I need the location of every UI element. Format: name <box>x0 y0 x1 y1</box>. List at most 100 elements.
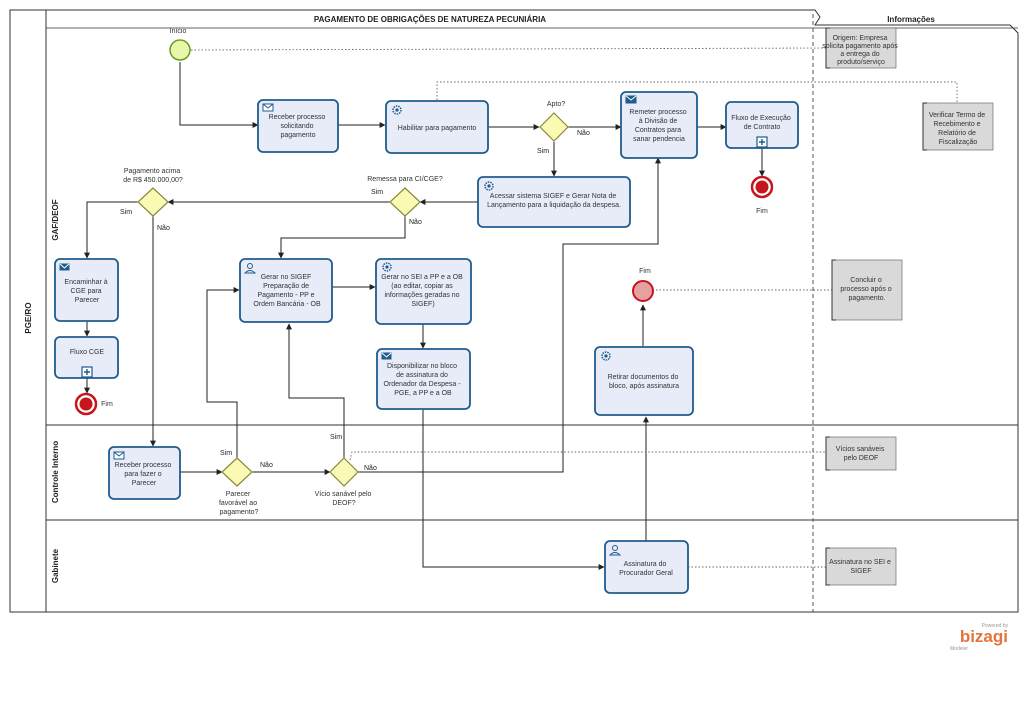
annotation-vicios: Vícios sanáveis pelo DEOF <box>825 436 897 471</box>
gateway-remessa[interactable]: Remessa para CI/CGE? <box>367 176 443 217</box>
task-encaminhar-line-3: Parecer <box>75 297 100 304</box>
label-apto-sim: Sim <box>537 148 549 155</box>
annotation-assinatura-text: Assinatura no SEI e SIGEF <box>829 559 893 575</box>
task-remeter-line-2: à Divisão de <box>639 118 678 125</box>
gateway-parecer-line-1: Parecer <box>226 491 251 498</box>
annotation-concluir-box <box>831 259 903 321</box>
task-acessar-line-1: Acessar sistema SIGEF e Gerar Nota de <box>490 193 617 200</box>
task-assinatura-line-1: Assinatura do <box>624 561 667 568</box>
task-disponibilizar[interactable]: Disponibilizar no bloco de assinatura do… <box>376 348 471 410</box>
envelope-icon <box>262 103 274 112</box>
task-acessar-line-2: Lançamento para a liquidação da despesa. <box>487 202 621 209</box>
task-receber-box <box>257 99 339 153</box>
task-retirar-line-2: bloco, após assinatura <box>609 383 679 390</box>
annotation-verificar-text: Verificar Termo de Recebimento e Relatór… <box>929 112 987 146</box>
flow-remessa-nao <box>278 216 406 259</box>
gateway-parecer[interactable]: Parecer favorável ao pagamento? <box>219 457 259 516</box>
gateway-vicio[interactable]: Vício sanável pelo DEOF? <box>315 457 374 507</box>
task-assinatura-box <box>604 540 689 594</box>
annotation-vicios-text: Vícios sanáveis pelo DEOF <box>836 446 887 462</box>
task-receber-label: Receber processo solicitando pagamento <box>269 114 328 139</box>
end-event-contract-core <box>755 180 769 194</box>
envelope-icon <box>59 263 70 271</box>
annotation-vicios-bracket <box>825 436 830 471</box>
task-receber[interactable]: Receber processo solicitando pagamento <box>257 99 339 153</box>
gateway-remessa-diamond <box>389 187 421 217</box>
task-remeter-line-4: sanar pendencia <box>633 136 685 143</box>
annotation-origem-bracket <box>825 27 830 69</box>
task-gerar-sei[interactable]: Gerar no SEI a PP e a OB (ao editar, cop… <box>375 258 472 325</box>
task-disponibilizar-line-4: PGE, a PP e a OB <box>394 390 452 397</box>
annotation-vicios-line-1: Vícios sanáveis <box>836 446 885 453</box>
task-encaminhar[interactable]: Encaminhar à CGE para Parecer <box>54 258 119 322</box>
gateway-pagamento-diamond <box>137 187 169 217</box>
user-icon <box>608 545 622 556</box>
task-assinatura[interactable]: Assinatura do Procurador Geral <box>604 540 689 594</box>
task-gerar-sei-line-3: informações geradas no <box>384 292 459 299</box>
task-gerar-sei-line-2: (ao editar, copiar as <box>391 283 453 290</box>
annotation-concluir-line-3: pagamento. <box>849 295 886 302</box>
gateway-parecer-line-3: pagamento? <box>220 509 259 516</box>
task-fluxo-exec[interactable]: Fluxo de Execução de Contrato <box>725 101 799 149</box>
brand-powered: Powered by <box>982 623 1009 629</box>
task-disponibilizar-line-3: Ordenador da Despesa - <box>384 381 462 388</box>
task-remeter[interactable]: Remeter processo à Divisão de Contratos … <box>620 91 698 159</box>
task-fluxo-cge[interactable]: Fluxo CGE <box>54 336 119 379</box>
annotation-assinatura: Assinatura no SEI e SIGEF <box>825 547 897 586</box>
task-acessar-label: Acessar sistema SIGEF e Gerar Nota de La… <box>487 193 621 209</box>
task-retirar-label: Retirar documentos do bloco, após assina… <box>608 374 681 390</box>
task-retirar-box <box>594 346 694 416</box>
start-event-circle <box>169 39 191 61</box>
gateway-parecer-line-2: favorável ao <box>219 500 257 507</box>
flow-pagamento-sim <box>84 201 138 259</box>
lane-label-gaf: GAF/DEOF <box>51 199 60 240</box>
task-receber-parecer-label: Receber processo para fazer o Parecer <box>115 462 174 487</box>
task-acessar-box <box>477 176 631 228</box>
sequence-flows <box>84 62 765 570</box>
task-retirar[interactable]: Retirar documentos do bloco, após assina… <box>594 346 694 416</box>
task-acessar[interactable]: Acessar sistema SIGEF e Gerar Nota de La… <box>477 176 631 228</box>
task-fluxo-cge-line-1: Fluxo CGE <box>70 349 105 356</box>
annotation-origem-line-4: produto/serviço <box>837 59 885 66</box>
info-title: Informações <box>887 15 935 24</box>
label-pag-sim: Sim <box>120 209 132 216</box>
gateway-apto[interactable]: Apto? <box>539 101 569 142</box>
gateway-remessa-label: Remessa para CI/CGE? <box>367 176 443 183</box>
annotation-verificar-box <box>922 102 994 151</box>
flow-start-receber <box>179 62 259 128</box>
end-event-main-label: Fim <box>639 268 651 275</box>
gateway-pagamento[interactable]: Pagamento acima de R$ 450.000,00? <box>123 168 183 217</box>
task-gerar-sigef-line-4: Ordem Bancária - OB <box>253 301 321 308</box>
gateway-apto-diamond <box>539 112 569 142</box>
subprocess-plus-icon <box>81 366 93 378</box>
gateway-pagamento-label: Pagamento acima de R$ 450.000,00? <box>123 168 183 184</box>
flow-parecer-sim <box>206 287 240 458</box>
annotation-verificar-line-4: Fiscalização <box>939 139 978 146</box>
task-receber-parecer[interactable]: Receber processo para fazer o Parecer <box>108 446 181 500</box>
task-gerar-sigef[interactable]: Gerar no SIGEF Preparação de Pagamento -… <box>239 258 333 323</box>
task-assinatura-label: Assinatura do Procurador Geral <box>619 561 673 577</box>
task-gerar-sei-line-4: SIGEF) <box>411 301 434 308</box>
gear-icon <box>382 262 392 272</box>
task-gerar-sigef-box <box>239 258 333 323</box>
end-event-main[interactable]: Fim <box>632 268 654 302</box>
brand-product: Modeler <box>950 646 968 652</box>
gateway-parecer-label: Parecer favorável ao pagamento? <box>219 491 259 516</box>
envelope-icon <box>625 95 637 104</box>
task-disponibilizar-line-2: de assinatura do <box>396 372 448 379</box>
task-fluxo-cge-label: Fluxo CGE <box>70 349 105 356</box>
lane-label-gabinete: Gabinete <box>51 548 60 583</box>
task-habilitar[interactable]: Habilitar para pagamento <box>385 100 489 154</box>
label-remessa-nao: Não <box>409 219 422 226</box>
start-event[interactable]: Início <box>169 28 191 61</box>
end-event-contract[interactable]: Fim <box>750 175 774 215</box>
brand-logo: Powered by bizagi Modeler <box>950 623 1008 652</box>
gear-icon <box>601 351 611 361</box>
gateway-apto-label: Apto? <box>547 101 565 108</box>
end-event-cge[interactable]: Fim <box>74 392 113 416</box>
task-fluxo-exec-box <box>725 101 799 149</box>
end-event-cge-label: Fim <box>101 401 113 408</box>
task-receber-parecer-line-1: Receber processo <box>115 462 172 469</box>
task-disponibilizar-box <box>376 348 471 410</box>
annotation-concluir-text: Concluir o processo após o pagamento. <box>840 277 893 302</box>
